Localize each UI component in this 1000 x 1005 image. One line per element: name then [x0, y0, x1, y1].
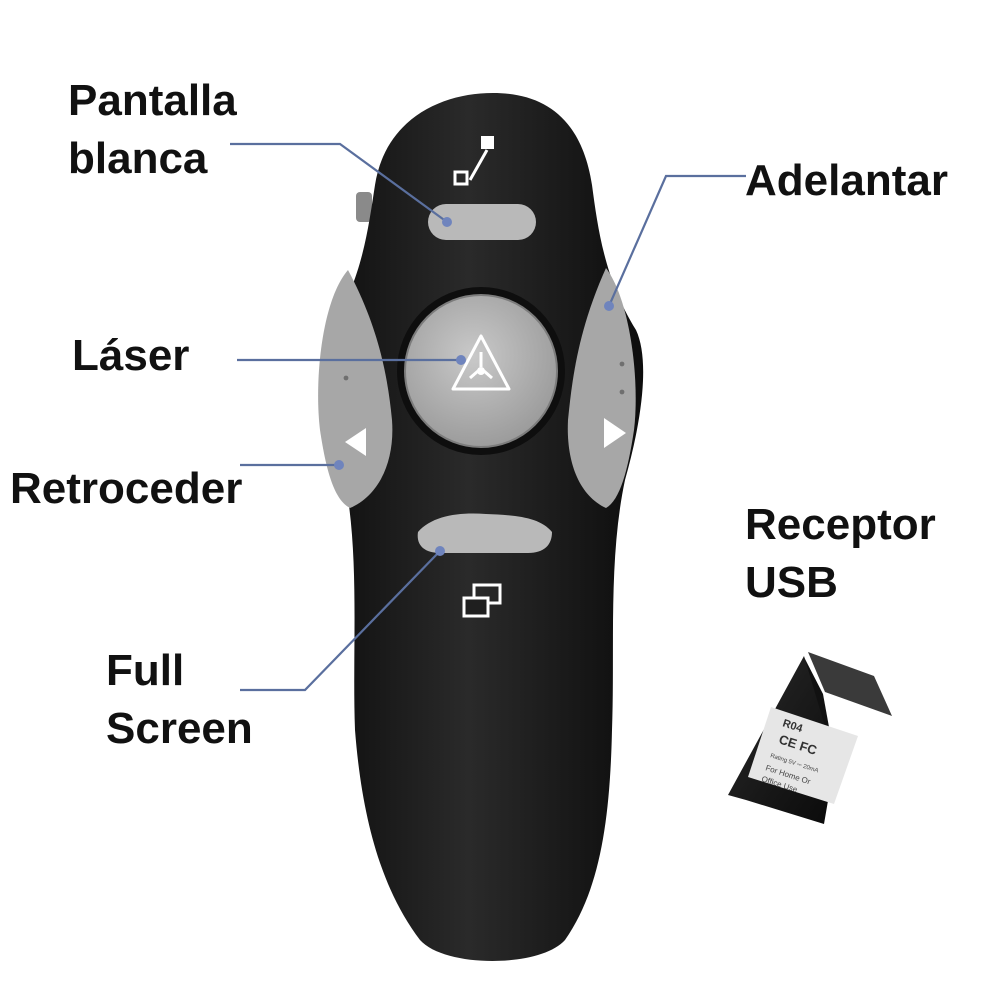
label-full-screen: Full Screen — [106, 646, 253, 753]
white-screen-button[interactable] — [428, 204, 536, 240]
forward-arrow-icon[interactable] — [604, 418, 626, 448]
label-forward: Adelantar — [745, 156, 948, 205]
indicator-dot — [619, 389, 625, 395]
label-back: Retroceder — [10, 464, 243, 513]
usb-receiver: R04 CE FC Rating 5V ⎓ 20mA For Home Or O… — [728, 652, 892, 824]
right-grip — [567, 268, 636, 508]
full-screen-button[interactable] — [417, 513, 552, 553]
indicator-dot — [343, 375, 349, 381]
label-receiver: Receptor USB — [745, 500, 936, 607]
blank-screen-icon — [453, 136, 494, 186]
label-white-screen: Pantalla blanca — [68, 76, 237, 183]
indicator-dot — [619, 361, 625, 367]
back-arrow-icon[interactable] — [345, 428, 366, 456]
laser-warning-icon — [451, 334, 511, 391]
label-laser: Láser — [72, 331, 190, 380]
power-switch[interactable] — [356, 192, 372, 222]
leader-lines — [230, 142, 746, 692]
receiver-sticker — [748, 707, 858, 804]
leader-dots — [334, 217, 614, 556]
left-grip — [318, 270, 393, 508]
full-screen-icon — [462, 583, 502, 618]
